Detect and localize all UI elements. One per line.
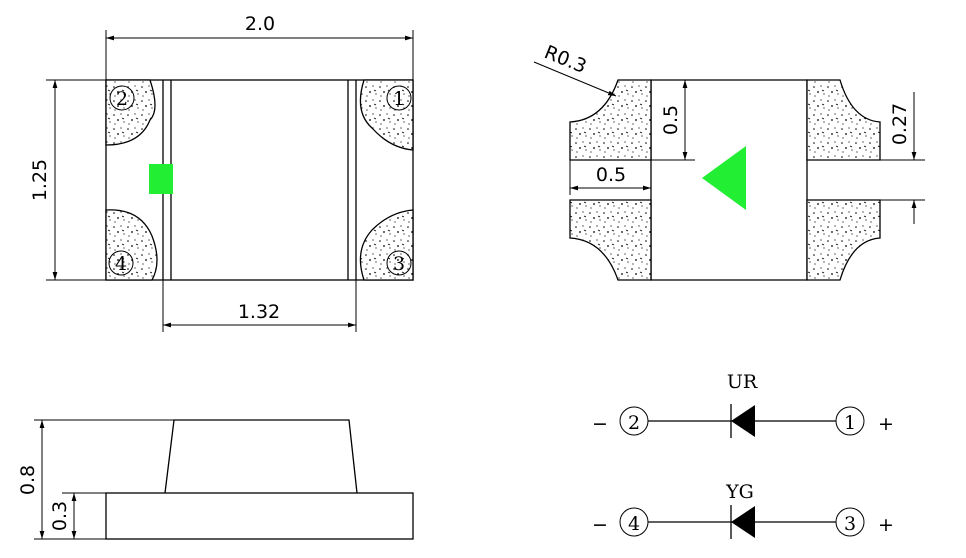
pad-bottom-left: [105, 209, 158, 281]
pad-bottom-right: [359, 209, 414, 281]
green-chip-marker: [149, 164, 173, 194]
plus-sign-yg: +: [878, 514, 894, 536]
dim-height: 1.25: [29, 159, 51, 201]
side-view: 0.8 0.3: [17, 419, 414, 540]
schematic-yg: YG − 4 3 +: [592, 481, 894, 539]
dim-gap: 0.27: [889, 103, 911, 145]
dim-pad-height: 0.5: [660, 105, 682, 135]
dim-total-height: 0.8: [17, 465, 39, 495]
svg-text:2: 2: [116, 88, 128, 110]
dim-base-height: 0.3: [49, 501, 71, 531]
pad-top-left: [105, 79, 156, 146]
pad-view-bottom-right: [806, 199, 881, 281]
schem-pin-4: 4: [628, 513, 640, 535]
green-polarity-triangle: [702, 146, 746, 210]
diode-arrow-yg: [731, 506, 755, 538]
schematic-ur: UR − 2 1 +: [592, 371, 894, 438]
led-label-ur: UR: [727, 371, 758, 393]
svg-text:3: 3: [393, 253, 405, 275]
pin-1-label: 1: [386, 85, 412, 111]
pad-view-top-right: [806, 79, 881, 161]
led-label-yg: YG: [725, 481, 754, 503]
pin-3-label: 3: [386, 250, 412, 276]
schem-pin-1: 1: [844, 412, 856, 434]
schem-pin-2: 2: [628, 412, 640, 434]
side-base: [105, 492, 414, 540]
plus-sign-ur: +: [878, 413, 894, 435]
dim-inner: 1.32: [238, 301, 280, 323]
dim-width: 2.0: [245, 13, 275, 35]
top-body-outline: [105, 79, 414, 281]
schem-pin-3: 3: [844, 513, 856, 535]
pin-2-label: 2: [109, 85, 135, 111]
side-dome: [164, 419, 358, 494]
pin-4-label: 4: [108, 250, 134, 276]
pad-view-top-left: [569, 79, 652, 161]
pad-view: R0.3 0.5 0.5 0.27: [533, 41, 925, 281]
dim-radius: R0.3: [541, 41, 590, 78]
svg-text:4: 4: [115, 253, 127, 275]
dim-pad-width: 0.5: [596, 164, 626, 186]
svg-text:1: 1: [393, 88, 405, 110]
minus-sign-ur: −: [592, 413, 608, 435]
diode-arrow-ur: [731, 405, 755, 437]
minus-sign-yg: −: [592, 514, 608, 536]
pad-top-right: [359, 79, 414, 151]
top-view: 2 1 4 3 2.0 1.25 1.32: [29, 13, 414, 332]
pad-view-bottom-left: [569, 199, 652, 281]
